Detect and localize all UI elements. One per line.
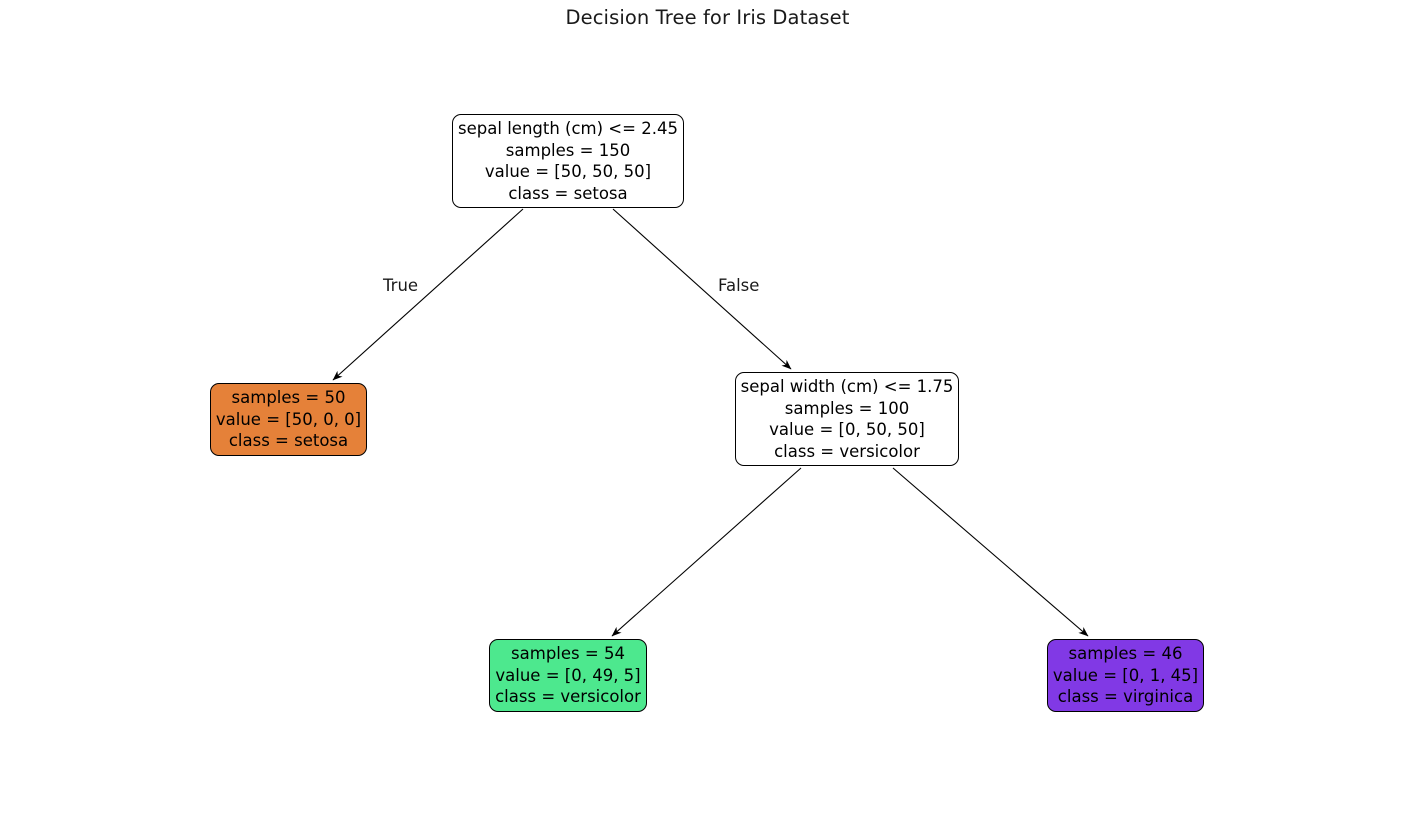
tree-node-root[interactable]: sepal length (cm) <= 2.45 samples = 150 va…: [452, 114, 684, 208]
edge-label-false: False: [718, 276, 760, 295]
node-text-line: sepal length (cm) <= 2.45: [458, 119, 678, 138]
node-text-line: value = [0, 50, 50]: [769, 420, 925, 439]
node-text-line: samples = 46: [1068, 644, 1183, 664]
node-text-line: class = virginica: [1057, 687, 1194, 707]
node-text-line: samples = 50: [231, 388, 346, 408]
tree-edge: [332, 208, 524, 381]
edge-label-true: True: [383, 276, 419, 295]
node-text-line: class = setosa: [228, 431, 349, 451]
node-text-line: sepal width (cm) <= 1.75: [740, 377, 954, 396]
tree-edge: [612, 208, 792, 370]
node-text-line: value = [50, 0, 0]: [215, 409, 362, 429]
node-text-line: samples = 150: [505, 140, 631, 160]
page-title: Decision Tree for Iris Dataset: [565, 6, 850, 29]
node-text-line: value = [0, 49, 5]: [495, 665, 641, 685]
node-text-line: class = versicolor: [495, 687, 641, 707]
node-text-line: class = setosa: [508, 183, 628, 203]
node-text-line: samples = 54: [511, 644, 625, 664]
node-text-line: value = [50, 50, 50]: [484, 162, 652, 181]
node-text-line: samples = 100: [784, 398, 910, 418]
node-text-line: value = [0, 1, 45]: [1052, 665, 1199, 685]
tree-edge: [892, 467, 1089, 637]
node-text-line: class = versicolor: [774, 441, 920, 461]
tree-node-internal-sepal-width[interactable]: sepal width (cm) <= 1.75 samples = 100 val…: [735, 372, 959, 466]
tree-edge: [611, 467, 802, 637]
